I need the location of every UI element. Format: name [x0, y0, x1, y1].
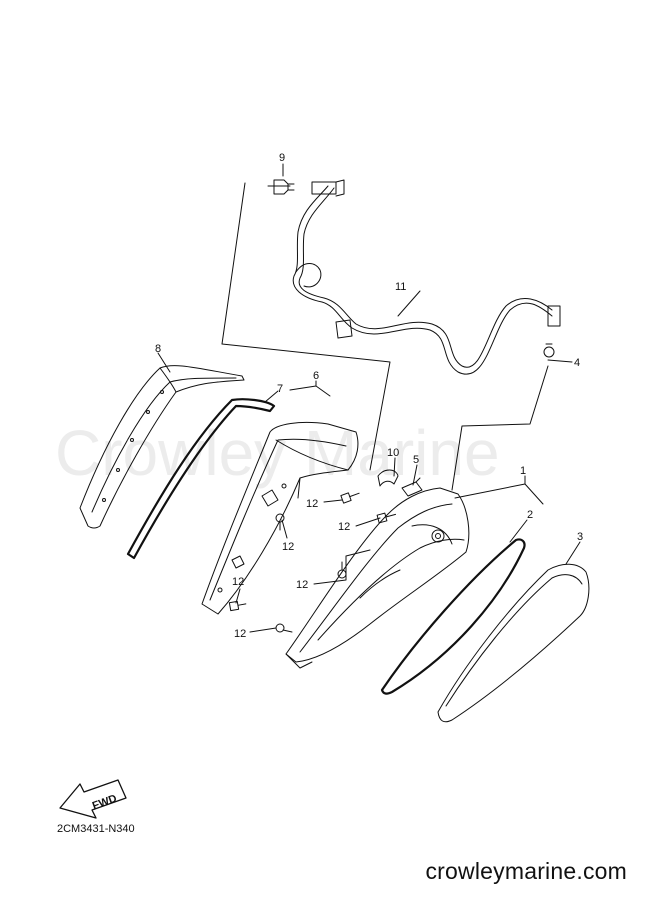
part-1-light-housing: [285, 487, 470, 669]
callout-5: 5: [413, 454, 419, 466]
callout-8: 8: [155, 343, 161, 355]
part-9-bulb: [273, 179, 295, 195]
part-12-screws: [228, 492, 397, 633]
callout-9: 9: [279, 152, 285, 164]
callout-12-f: 12: [234, 628, 246, 640]
callout-12-a: 12: [306, 498, 318, 510]
callout-7: 7: [277, 383, 283, 395]
part-7-seal: [126, 398, 276, 560]
callout-labels: 1 2 3 4 5 6 7 8 9 10 11 12 12 12 12 12 1…: [155, 152, 583, 640]
fwd-label: FWD: [91, 793, 119, 813]
callout-3: 3: [577, 531, 583, 543]
callout-11: 11: [395, 281, 406, 293]
fwd-arrow-icon: [59, 779, 127, 819]
diagram-code: 2CM3431-N340: [57, 823, 135, 835]
watermark: Crowley Marine: [55, 417, 500, 489]
part-4-bulb: [543, 343, 555, 358]
part-6-bracket: [201, 421, 359, 615]
part-2-gasket: [380, 538, 526, 695]
part-8-side-cover: [79, 365, 245, 529]
callout-4: 4: [574, 357, 580, 369]
callout-12-c: 12: [282, 541, 294, 553]
callout-12-b: 12: [338, 521, 350, 533]
part-10-clamp: [377, 469, 399, 487]
part-11-wire-harness: [292, 179, 561, 375]
website-label: crowleymarine.com: [425, 858, 627, 884]
callout-10: 10: [387, 447, 399, 459]
callout-6: 6: [313, 370, 319, 382]
callout-12-d: 12: [296, 579, 308, 591]
callout-12-e: 12: [232, 576, 244, 588]
part-5-bulb: [401, 477, 423, 497]
callout-1: 1: [520, 465, 526, 477]
callout-2: 2: [527, 509, 533, 521]
part-3-lens-cover: [437, 563, 590, 723]
leader-lines: [157, 163, 581, 633]
